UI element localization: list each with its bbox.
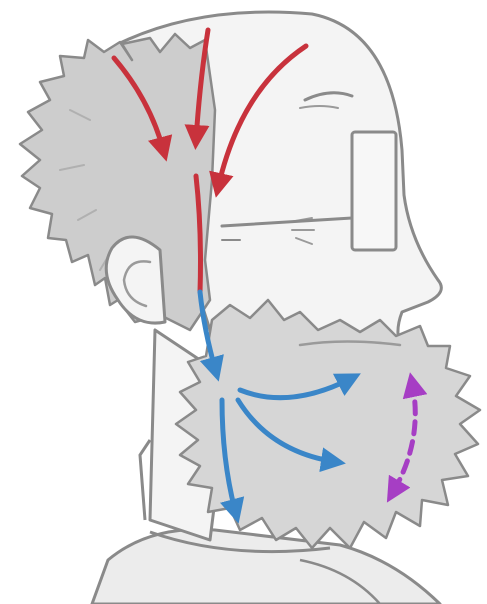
- shirt: [92, 529, 440, 604]
- glasses-lens: [352, 132, 396, 250]
- ear: [106, 237, 165, 323]
